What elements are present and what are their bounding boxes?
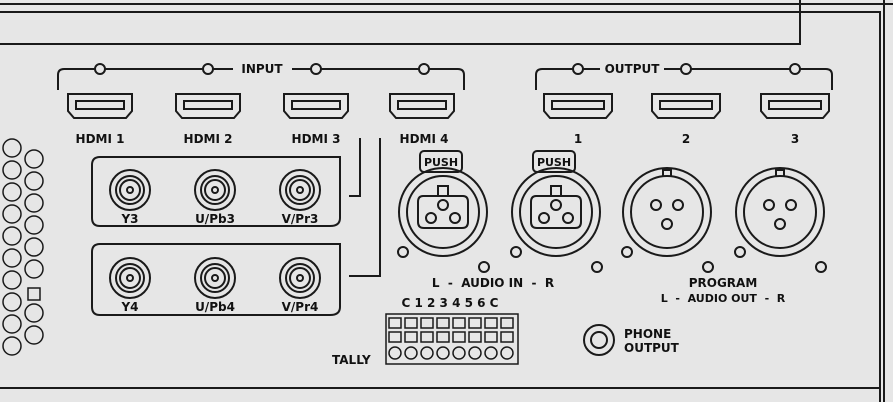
bnc-u-pb3[interactable] xyxy=(194,169,236,211)
tally-title: TALLY xyxy=(332,353,371,367)
bnc-v-pr4[interactable] xyxy=(279,257,321,299)
phone-label-line1: PHONE xyxy=(624,327,671,341)
program-label: PROGRAM xyxy=(689,276,758,290)
bnc-u-pb4-label: U/Pb4 xyxy=(195,300,235,314)
hdmi-in-4-label: HDMI 4 xyxy=(400,132,449,146)
hdmi-port-out-2[interactable] xyxy=(651,93,721,119)
bnc-group-lines xyxy=(91,138,381,316)
audio-in-label: L - AUDIO IN - R xyxy=(432,276,554,290)
output-title: OUTPUT xyxy=(605,62,661,76)
bnc-v-pr4-label: V/Pr4 xyxy=(282,300,319,314)
audio-out-label: L - AUDIO OUT - R xyxy=(661,292,786,305)
hdmi-out-2-label: 2 xyxy=(682,132,690,146)
hdmi-in-2-label: HDMI 2 xyxy=(184,132,233,146)
hdmi-port-out-3[interactable] xyxy=(760,93,830,119)
phone-label-line2: OUTPUT xyxy=(624,341,680,355)
output-bracket xyxy=(535,68,833,90)
bnc-row1 xyxy=(109,169,321,211)
input-bracket-dots xyxy=(94,63,430,75)
xlr-in-left-push: PUSH xyxy=(424,156,458,169)
hdmi-in-3-label: HDMI 3 xyxy=(292,132,341,146)
bnc-v-pr3[interactable] xyxy=(279,169,321,211)
tally-slots xyxy=(388,317,514,343)
xlr-in-left[interactable] xyxy=(397,150,490,273)
hdmi-port-in-3[interactable] xyxy=(283,93,349,119)
bnc-y3[interactable] xyxy=(109,169,151,211)
hdmi-port-in-4[interactable] xyxy=(389,93,455,119)
hdmi-out-3-label: 3 xyxy=(791,132,799,146)
tally-pins-label: C 1 2 3 4 5 6 C xyxy=(402,296,499,310)
output-bracket-dots xyxy=(572,63,801,75)
output-hdmi-ports xyxy=(543,93,830,119)
bnc-u-pb4[interactable] xyxy=(194,257,236,299)
bnc-y4-label: Y4 xyxy=(120,300,138,314)
hdmi-out-1-label: 1 xyxy=(574,132,582,146)
xlr-out-left[interactable] xyxy=(621,167,714,273)
xlr-in-right-push: PUSH xyxy=(537,156,571,169)
xlr-in-right[interactable] xyxy=(510,150,603,273)
input-title: INPUT xyxy=(241,62,283,76)
hdmi-port-in-2[interactable] xyxy=(175,93,241,119)
bnc-y3-label: Y3 xyxy=(120,212,138,226)
bnc-y4[interactable] xyxy=(109,257,151,299)
input-bracket xyxy=(57,68,465,90)
bnc-v-pr3-label: V/Pr3 xyxy=(282,212,319,226)
vent-holes xyxy=(2,138,44,356)
bnc-row2 xyxy=(109,257,321,299)
hdmi-port-out-1[interactable] xyxy=(543,93,613,119)
tally-screws xyxy=(388,346,514,360)
tally-terminal[interactable] xyxy=(385,313,519,365)
phone-jack[interactable] xyxy=(583,324,615,356)
hdmi-in-1-label: HDMI 1 xyxy=(76,132,125,146)
xlr-out-right[interactable] xyxy=(734,167,827,273)
hdmi-port-in-1[interactable] xyxy=(67,93,133,119)
bnc-u-pb3-label: U/Pb3 xyxy=(195,212,235,226)
input-hdmi-ports xyxy=(67,93,455,119)
